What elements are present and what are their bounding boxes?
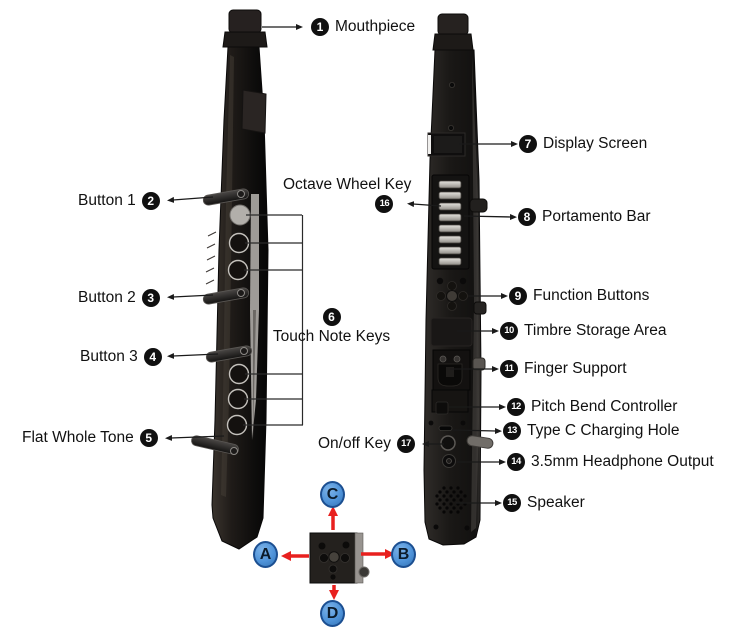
function-button-closeup: [309, 532, 370, 584]
label-button1: Button 1: [78, 192, 136, 209]
callout-button2: Button 2 3: [78, 289, 160, 307]
label-flat-whole-tone: Flat Whole Tone: [22, 429, 134, 446]
callout-portamento-bar: 8 Portamento Bar: [518, 208, 651, 226]
callout-button3: Button 3 4: [80, 348, 162, 366]
callout-finger-support: 11 Finger Support: [500, 360, 627, 378]
callout-touch-note-keys: 6 Touch Note Keys: [250, 308, 413, 346]
portamento-bar-part: [469, 198, 488, 213]
grip-ridges: [205, 231, 217, 285]
screw-dot: [447, 125, 454, 132]
badge-1: 1: [311, 18, 329, 36]
badge-17: 17: [396, 435, 415, 453]
pitch-bend-part: [431, 389, 469, 415]
badge-9: 9: [509, 287, 527, 305]
badge-3: 3: [141, 289, 160, 307]
screw-dot: [448, 82, 455, 89]
label-display-screen: Display Screen: [543, 135, 648, 152]
touch-keys-bracket: [243, 214, 304, 426]
label-button3: Button 3: [80, 348, 138, 365]
callout-arrows: [165, 24, 518, 506]
label-on-off-key: On/off Key: [318, 435, 391, 452]
function-buttons-part: [436, 277, 468, 311]
badge-5: 5: [139, 429, 158, 447]
badge-13: 13: [503, 422, 521, 440]
label-speaker: Speaker: [527, 494, 585, 511]
on-off-key-part: [440, 435, 456, 451]
side-tab: [473, 301, 487, 315]
callout-mouthpiece: 1 Mouthpiece: [311, 18, 415, 36]
button1-lever: [202, 188, 250, 206]
badge-2: 2: [141, 192, 160, 210]
direction-d-badge: D: [320, 600, 345, 627]
callout-display-screen: 7 Display Screen: [519, 135, 647, 153]
label-type-c-charging-hole: Type C Charging Hole: [527, 422, 680, 439]
badge-15: 15: [503, 494, 521, 512]
callout-timbre-storage-area: 10 Timbre Storage Area: [500, 322, 666, 340]
headphone-jack-part: [442, 454, 456, 468]
callout-flat-whole-tone: Flat Whole Tone 5: [22, 429, 158, 447]
screw-dot: [433, 524, 439, 530]
callout-octave-wheel-key: Octave Wheel Key 16: [283, 176, 411, 213]
callout-headphone-output: 14 3.5mm Headphone Output: [507, 453, 714, 471]
label-finger-support: Finger Support: [524, 360, 627, 377]
direction-arrows: [281, 506, 395, 600]
badge-6: 6: [322, 308, 341, 326]
badge-11: 11: [500, 360, 518, 378]
badge-7: 7: [519, 135, 537, 153]
callout-on-off-key: On/off Key 17: [318, 435, 415, 453]
type-c-charging-part: [428, 420, 466, 431]
callout-function-buttons: 9 Function Buttons: [509, 287, 649, 305]
direction-c-badge: C: [320, 481, 345, 508]
instrument-back-view: [423, 13, 494, 546]
badge-8: 8: [518, 208, 536, 226]
direction-a-badge: A: [253, 541, 278, 568]
direction-b-badge: B: [391, 541, 416, 568]
label-mouthpiece: Mouthpiece: [335, 18, 416, 35]
badge-14: 14: [507, 453, 525, 471]
instrument-front-view: [191, 9, 269, 550]
label-pitch-bend-controller: Pitch Bend Controller: [531, 398, 678, 415]
button2-lever: [202, 287, 250, 305]
label-timbre-storage-area: Timbre Storage Area: [524, 322, 667, 339]
finger-support-part: [432, 349, 471, 391]
label-function-buttons: Function Buttons: [533, 287, 650, 304]
touch-note-keys-part: [226, 204, 251, 436]
callout-button1: Button 1 2: [78, 192, 160, 210]
badge-16: 16: [375, 195, 394, 213]
octave-wheel-keys-part: [431, 174, 470, 270]
callout-pitch-bend-controller: 12 Pitch Bend Controller: [507, 398, 677, 416]
label-portamento-bar: Portamento Bar: [542, 208, 651, 225]
speaker-part: [435, 486, 467, 514]
label-headphone-output: 3.5mm Headphone Output: [531, 453, 714, 470]
side-lever-tab: [466, 435, 494, 449]
badge-12: 12: [507, 398, 525, 416]
label-octave-wheel-key: Octave Wheel Key: [283, 176, 412, 193]
label-touch-note-keys: Touch Note Keys: [272, 328, 391, 345]
mouthpiece-part: [222, 9, 268, 48]
mouthpiece-back-part: [432, 13, 474, 51]
label-button2: Button 2: [78, 289, 136, 306]
badge-4: 4: [143, 348, 162, 366]
side-tab: [472, 357, 486, 371]
callout-type-c-charging-hole: 13 Type C Charging Hole: [503, 422, 680, 440]
callout-speaker: 15 Speaker: [503, 494, 585, 512]
flat-whole-tone-lever: [191, 435, 239, 455]
button3-lever: [205, 345, 253, 363]
badge-10: 10: [500, 322, 518, 340]
neck-facet: [241, 89, 267, 134]
screw-dot: [464, 525, 470, 531]
timbre-storage-part: [430, 317, 473, 347]
